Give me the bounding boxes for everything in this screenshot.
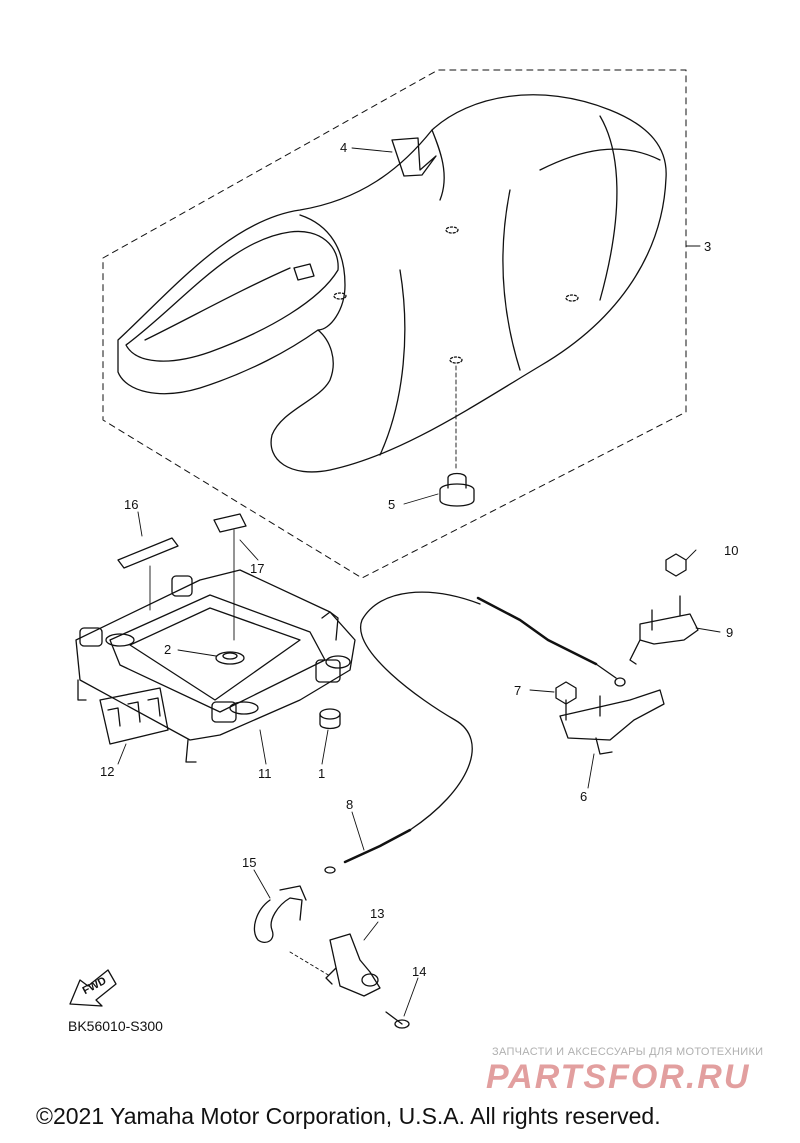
callout-13: 13 xyxy=(370,906,385,921)
grommet-part-1 xyxy=(319,708,341,730)
watermark-logo: PARTSFOR.RU xyxy=(486,1058,751,1096)
screw-part-14 xyxy=(385,1011,410,1029)
bracket-part-12 xyxy=(99,687,169,745)
plate-part-9 xyxy=(629,595,699,665)
callout-10: 10 xyxy=(724,543,739,558)
watermark-subtitle: ЗАПЧАСТИ И АКСЕССУАРЫ ДЛЯ МОТОТЕХНИКИ xyxy=(492,1046,764,1058)
label-part-17 xyxy=(213,513,247,533)
callout-3: 3 xyxy=(704,239,712,254)
callout-15: 15 xyxy=(242,855,257,870)
seat-frame-part-11 xyxy=(75,569,356,763)
callout-14: 14 xyxy=(412,964,427,979)
callout-4: 4 xyxy=(340,140,348,155)
callout-17: 17 xyxy=(250,561,265,576)
latch-part-6 xyxy=(559,689,665,755)
callout-12: 12 xyxy=(100,764,115,779)
label-part-16 xyxy=(117,537,179,569)
callout-6: 6 xyxy=(580,789,588,804)
nut-part-10 xyxy=(665,553,687,577)
callout-9: 9 xyxy=(726,625,734,640)
seat-part-3 xyxy=(117,94,667,473)
callout-5: 5 xyxy=(388,497,396,512)
grommet-part-2 xyxy=(215,651,245,665)
diagram-code: BK56010-S300 xyxy=(68,1018,163,1034)
leader-lines xyxy=(117,147,721,1017)
strap-part-4 xyxy=(391,137,437,177)
nut-part-7 xyxy=(555,681,577,705)
callout-7: 7 xyxy=(514,683,522,698)
cable-part-8 xyxy=(324,591,626,874)
callout-1: 1 xyxy=(318,766,326,781)
damper-part-5 xyxy=(439,365,475,507)
callout-16: 16 xyxy=(124,497,139,512)
fwd-arrow-icon xyxy=(69,969,117,1007)
callout-2: 2 xyxy=(164,642,172,657)
bracket-part-15 xyxy=(253,885,307,944)
seat-boundary-dashed xyxy=(102,69,687,579)
callout-8: 8 xyxy=(346,797,354,812)
callout-11: 11 xyxy=(258,766,272,781)
copyright-notice: ©2021 Yamaha Motor Corporation, U.S.A. A… xyxy=(36,1103,661,1129)
lock-part-13 xyxy=(325,933,381,997)
